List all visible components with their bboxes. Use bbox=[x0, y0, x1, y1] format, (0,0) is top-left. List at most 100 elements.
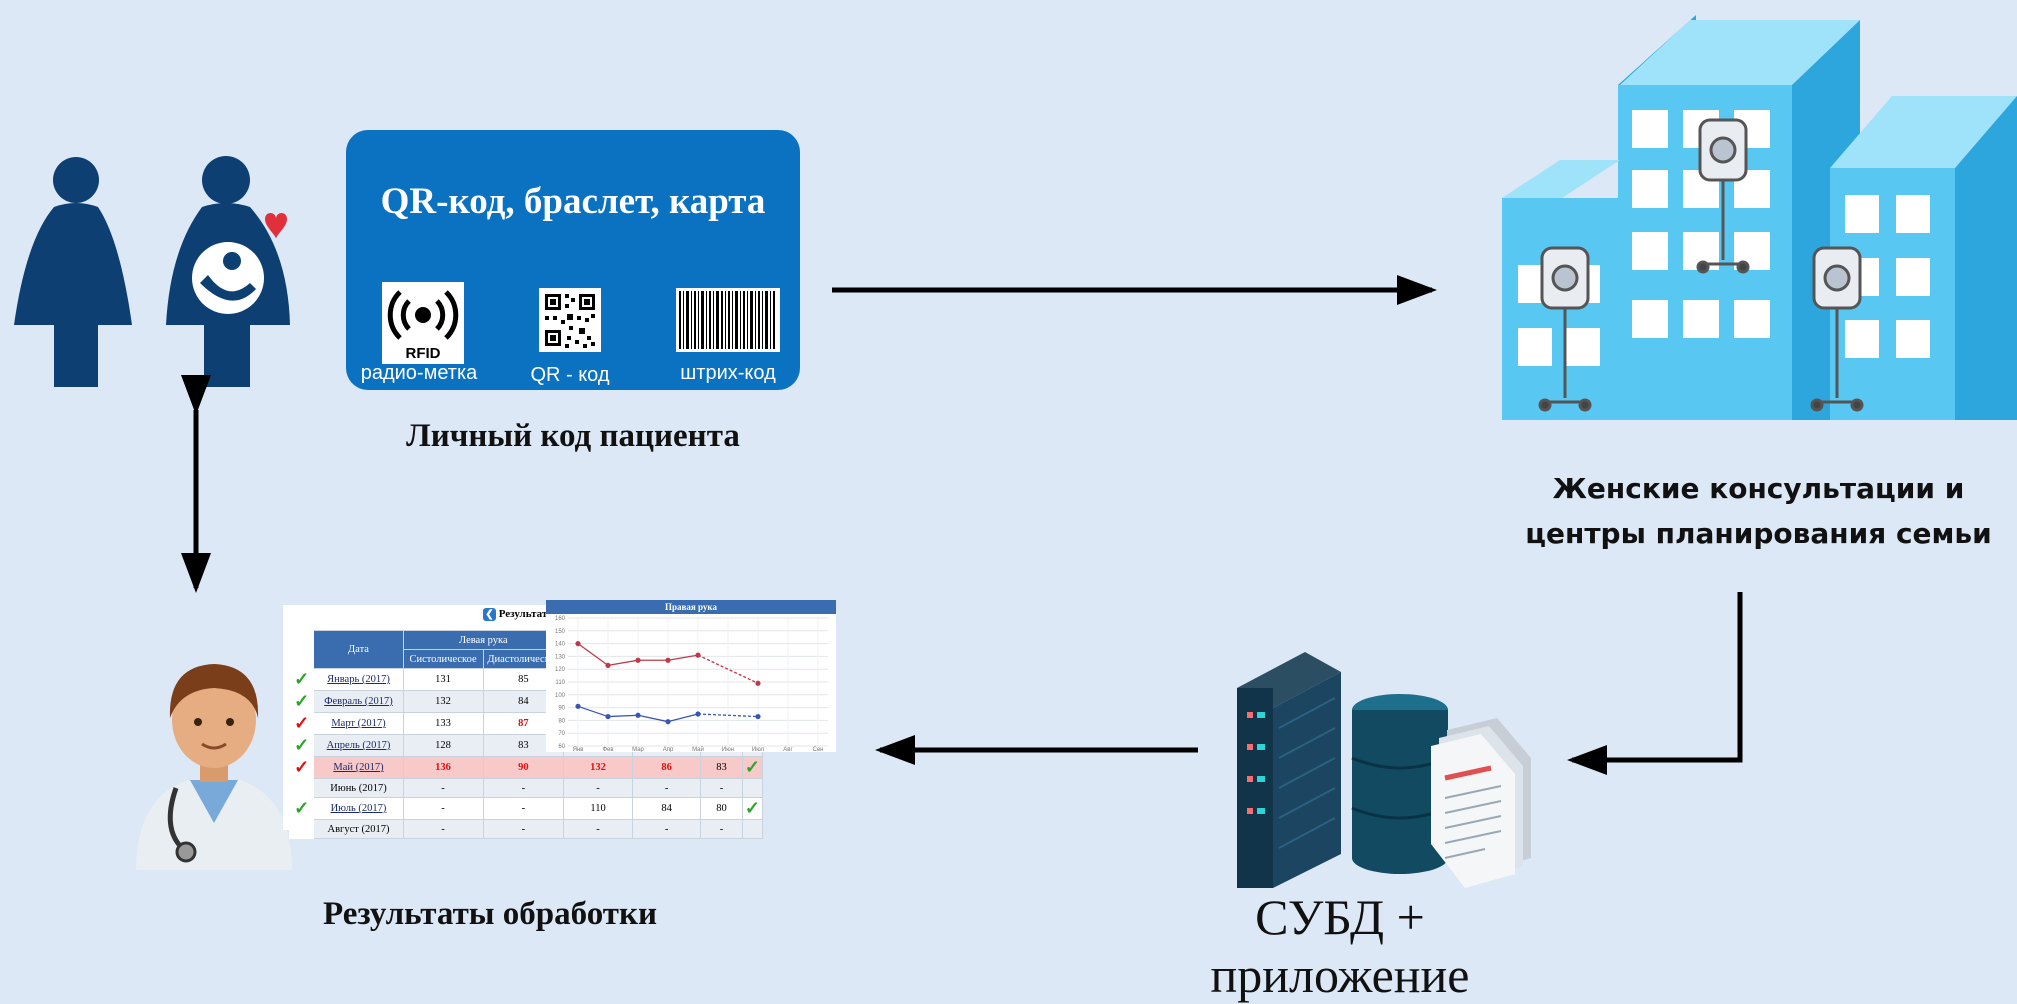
cell-sys: - bbox=[402, 819, 484, 839]
cell-date[interactable]: Март (2017) bbox=[313, 712, 404, 735]
series-1-line bbox=[667, 713, 699, 723]
y-tick-label: 70 bbox=[558, 731, 565, 737]
y-tick-label: 150 bbox=[555, 629, 566, 635]
y-tick-label: 120 bbox=[555, 667, 566, 673]
cell-dia: - bbox=[482, 797, 565, 820]
table-row[interactable]: Август (2017)----- bbox=[288, 819, 764, 839]
row-end bbox=[741, 778, 764, 798]
cell-dia2: - bbox=[631, 819, 702, 839]
building-icon bbox=[1502, 15, 2017, 420]
dbms-caption: СУБД + приложение bbox=[1210, 889, 1470, 1003]
barcode-icon bbox=[676, 288, 780, 352]
bp-monitor-icon bbox=[1810, 246, 1864, 412]
series-0-point bbox=[605, 662, 611, 668]
barcode-label: штрих-код bbox=[680, 362, 776, 384]
cell-pulse: - bbox=[700, 819, 743, 839]
cell-sys2: - bbox=[563, 819, 633, 839]
documents-icon bbox=[1431, 718, 1531, 888]
cell-date[interactable]: Август (2017) bbox=[313, 819, 404, 839]
alert-check-icon: ✓ bbox=[288, 756, 315, 779]
cell-sys2: - bbox=[563, 778, 633, 798]
cell-date[interactable]: Январь (2017) bbox=[313, 668, 404, 691]
woman-icon bbox=[14, 157, 132, 387]
cell-dia: 83 bbox=[482, 734, 565, 757]
y-tick-label: 100 bbox=[555, 693, 566, 699]
series-0-point bbox=[755, 680, 761, 686]
cell-sys: 132 bbox=[402, 690, 484, 713]
clinics-caption-line2: центры планирования семьи bbox=[1525, 517, 1992, 550]
check-icon: ✓ bbox=[741, 797, 764, 820]
series-1-line bbox=[607, 714, 639, 718]
results-caption: Результаты обработки bbox=[322, 896, 658, 932]
cell-date[interactable]: Май (2017) bbox=[313, 756, 404, 779]
cell-date[interactable]: Июнь (2017) bbox=[313, 778, 404, 798]
x-tick-label: Июн bbox=[722, 747, 734, 752]
x-tick-label: Июл bbox=[752, 747, 765, 752]
x-tick-label: Авг bbox=[783, 747, 793, 752]
check-icon: ✓ bbox=[288, 668, 315, 691]
x-tick-label: Апр bbox=[663, 747, 674, 752]
y-tick-label: 80 bbox=[558, 718, 565, 724]
clinics-caption-line1: Женские консультации и bbox=[1552, 472, 1965, 505]
cell-date[interactable]: Февраль (2017) bbox=[313, 690, 404, 713]
series-0-line bbox=[607, 659, 639, 667]
arrows-layer bbox=[181, 275, 1743, 775]
arrow-clinics-to-dbms bbox=[1567, 592, 1743, 775]
cell-dia2: - bbox=[631, 778, 702, 798]
series-1-point bbox=[575, 703, 581, 709]
y-tick-label: 110 bbox=[555, 680, 565, 686]
cell-date[interactable]: Июль (2017) bbox=[313, 797, 404, 820]
rfid-icon: RFID bbox=[382, 282, 464, 364]
cell-sys: 128 bbox=[402, 734, 484, 757]
pregnant-woman-icon bbox=[166, 156, 290, 387]
patient-id-card: QR-код, браслет, карта RFID bbox=[346, 130, 800, 390]
chart-title-bar bbox=[546, 600, 836, 614]
series-1-line bbox=[577, 705, 609, 718]
heart-icon bbox=[265, 213, 287, 239]
clinics-caption: Женские консультации и центры планирован… bbox=[1500, 466, 2017, 556]
cell-pulse: - bbox=[700, 778, 743, 798]
series-1-point bbox=[755, 713, 761, 720]
cell-sys2: 132 bbox=[563, 756, 633, 779]
alert-check-icon: ✓ bbox=[288, 712, 315, 735]
back-icon[interactable]: ❮ bbox=[482, 608, 496, 621]
series-0-line bbox=[667, 654, 699, 661]
y-tick-label: 130 bbox=[555, 654, 566, 660]
series-0-line bbox=[697, 654, 759, 684]
cell-dia: 87 bbox=[482, 712, 565, 735]
col-systolic-header: Систолическое bbox=[402, 649, 484, 669]
doctor-icon bbox=[136, 664, 292, 870]
table-row[interactable]: Июнь (2017)----- bbox=[288, 778, 764, 798]
patient-code-caption: Личный код пациента bbox=[406, 418, 740, 454]
row-end bbox=[741, 819, 764, 839]
series-0-point bbox=[635, 657, 641, 663]
y-tick-label: 140 bbox=[555, 642, 566, 648]
card-title: QR-код, браслет, карта bbox=[380, 181, 766, 222]
chart-background bbox=[546, 600, 836, 752]
series-1-point bbox=[695, 711, 701, 717]
x-tick-label: Май bbox=[692, 746, 704, 752]
series-1-point bbox=[665, 719, 671, 725]
cell-sys2: 110 bbox=[563, 797, 633, 820]
y-tick-label: 160 bbox=[555, 616, 566, 622]
rfid-label: радио-метка bbox=[360, 362, 478, 384]
cell-sys: 133 bbox=[402, 712, 484, 735]
cell-date[interactable]: Апрель (2017) bbox=[313, 734, 404, 757]
check-icon: ✓ bbox=[288, 734, 315, 757]
cell-sys: - bbox=[402, 797, 484, 820]
dbms-illustration bbox=[1237, 652, 1531, 888]
svg-text:RFID: RFID bbox=[406, 345, 441, 362]
series-1-line bbox=[637, 714, 669, 723]
check-icon: ✓ bbox=[741, 756, 764, 779]
cell-pulse: 80 bbox=[700, 797, 743, 820]
row-marker bbox=[288, 778, 315, 798]
cell-dia2: 84 bbox=[631, 797, 702, 820]
series-0-point bbox=[575, 641, 581, 647]
series-1-point bbox=[605, 713, 611, 720]
x-tick-label: Мар bbox=[632, 747, 644, 752]
cell-pulse: 83 bbox=[700, 756, 743, 779]
x-tick-label: Фев bbox=[602, 747, 613, 752]
server-icon bbox=[1237, 652, 1341, 888]
